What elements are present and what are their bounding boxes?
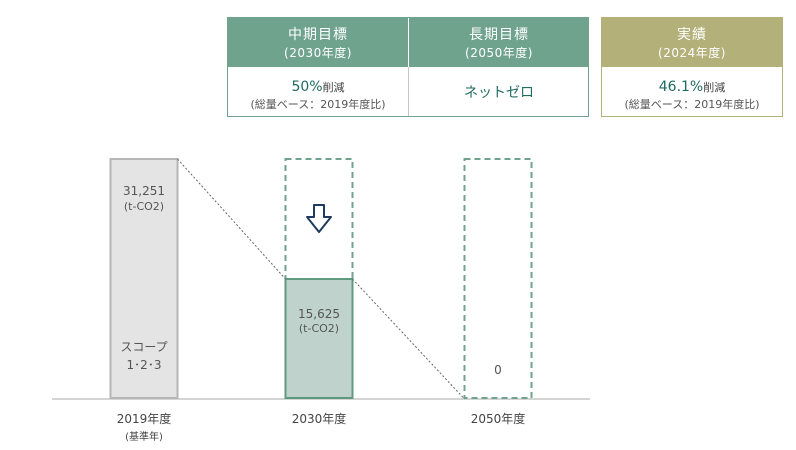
bar-2030 <box>284 278 354 400</box>
value-label-2050: 0 <box>494 363 502 377</box>
value-label-2019: 31,251 <box>123 184 165 198</box>
value-label-2030: 15,625 <box>298 307 340 321</box>
actual-year: (2024年度) <box>658 46 726 60</box>
trend-line-2030-2050 <box>352 278 465 400</box>
mid-term-value: 50% <box>291 79 323 95</box>
target-outline-2050年度 <box>463 158 533 399</box>
x-tick-label-2019年度: 2019年度 <box>117 411 172 426</box>
actual-card-header: 実績 (2024年度) <box>602 18 782 67</box>
long-term-value: ネットゼロ <box>464 85 534 101</box>
trend-line-2019-2030 <box>177 158 286 280</box>
unit-label-2019: (t-CO2) <box>124 200 164 213</box>
actual-value-cell: 46.1%削減 (総量ベース：2019年度比) <box>602 76 782 112</box>
scope-label-line2: 1･2･3 <box>127 358 162 372</box>
actual-title: 実績 <box>677 27 707 43</box>
mid-term-year: (2030年度) <box>284 46 352 60</box>
actual-basis: (総量ベース：2019年度比) <box>624 98 760 111</box>
mid-term-value-cell: 50%削減 (総量ベース：2019年度比) <box>228 76 408 112</box>
mid-term-basis: (総量ベース：2019年度比) <box>250 98 386 111</box>
long-term-year: (2050年度) <box>465 46 533 60</box>
scope-label-line1: スコープ <box>120 340 167 354</box>
mid-term-title: 中期目標 <box>288 27 348 43</box>
long-term-header: 長期目標 (2050年度) <box>409 18 589 67</box>
actual-value: 46.1% <box>658 79 704 95</box>
mid-term-header: 中期目標 (2030年度) <box>228 18 408 67</box>
down-arrow-icon <box>306 204 332 233</box>
long-term-title: 長期目標 <box>469 27 529 43</box>
actual-card-body: 46.1%削減 (総量ベース：2019年度比) <box>602 67 782 116</box>
mid-term-unit: 削減 <box>322 81 345 94</box>
body-divider <box>408 67 409 116</box>
x-tick-label-2050年度: 2050年度 <box>471 411 526 426</box>
x-tick-label-2030年度: 2030年度 <box>292 411 347 426</box>
actual-unit: 削減 <box>703 81 726 94</box>
bar-2019 <box>109 158 179 399</box>
long-term-value-cell: ネットゼロ <box>409 82 589 102</box>
target-card: 中期目標 (2030年度) 長期目標 (2050年度) 50%削減 (総量ベース… <box>227 17 589 117</box>
unit-label-2030: (t-CO2) <box>299 322 339 335</box>
x-tick-note-2019年度: (基準年) <box>125 430 163 443</box>
actual-card: 実績 (2024年度) 46.1%削減 (総量ベース：2019年度比) <box>601 17 783 117</box>
header-divider <box>408 18 409 67</box>
